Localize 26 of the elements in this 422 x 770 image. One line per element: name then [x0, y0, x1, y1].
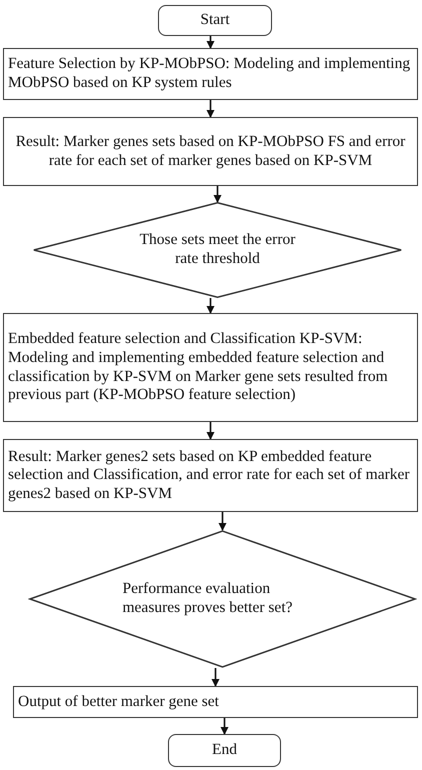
- node-text: Result: Marker genes sets based on KP-MObPSO FS and error rate for each set of marker genes based on KP-SVM: [14, 132, 406, 170]
- node-text: Result: Marker genes2 sets based on KP embedded feature selection and Classification, and error rate for each set of marker genes2 based on KP-SVM: [8, 448, 411, 504]
- process-box: [3, 439, 418, 512]
- node-text: Output of better marker gene set: [18, 692, 219, 712]
- arrow: [214, 186, 222, 203]
- arrow: [206, 422, 214, 440]
- node-text: Embedded feature selection and Classification KP-SVM: Modeling and implementing embedded feature selection and classification by KP-SVM on Marker gene sets resulted from previous part (KP-MObPSO feature selection): [8, 330, 389, 405]
- arrow: [218, 512, 226, 531]
- arrow: [220, 718, 228, 735]
- node-text: Those sets meet the error rate threshold: [138, 231, 296, 269]
- process-box: [3, 48, 418, 100]
- terminal-box: [158, 5, 272, 36]
- process-box: [3, 313, 418, 422]
- node-text: End: [212, 741, 237, 760]
- decision-diamond: [28, 530, 417, 668]
- arrow: [206, 36, 214, 49]
- decision-diamond: [32, 202, 403, 298]
- arrow: [206, 298, 214, 314]
- process-box: [13, 686, 418, 718]
- arrow: [206, 100, 214, 118]
- node-text: Feature Selection by KP-MObPSO: Modeling and implementing MObPSO based on KP system rules: [8, 55, 412, 93]
- process-box: [3, 117, 418, 186]
- terminal-box: [168, 734, 281, 767]
- node-text: Performance evaluation measures proves better set?: [122, 580, 294, 618]
- node-text: Start: [200, 11, 230, 30]
- arrow: [212, 668, 220, 687]
